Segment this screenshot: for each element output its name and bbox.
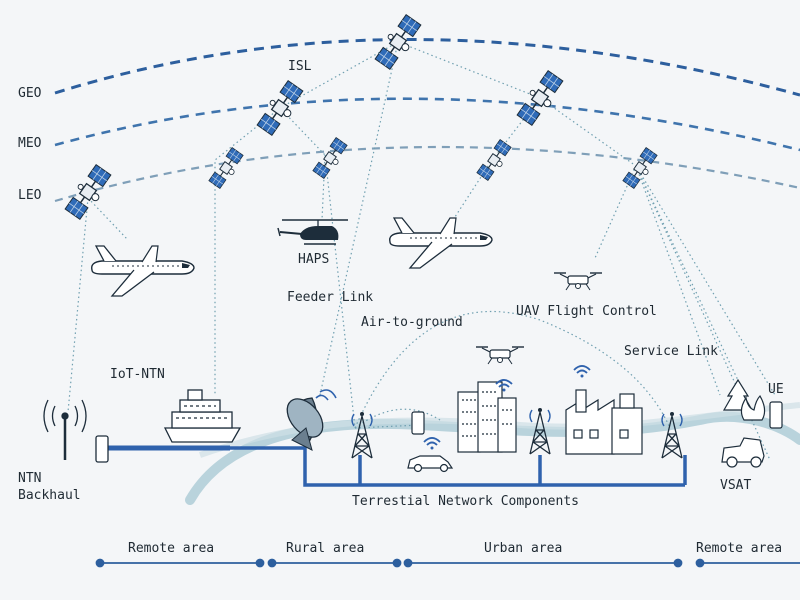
area-label-remote-left: Remote area	[128, 541, 215, 556]
feeder-link-label: Feeder Link	[287, 290, 374, 305]
isl-label: ISL	[288, 59, 312, 74]
uav-drone-city-icon	[475, 346, 525, 365]
orbit-label-meo: MEO	[18, 136, 42, 151]
haps-label: HAPS	[298, 252, 330, 267]
satellite-geo-icon	[373, 13, 424, 71]
orbit-geo	[54, 38, 800, 97]
car-wifi-icon	[423, 437, 441, 451]
ue-device-icon	[769, 401, 783, 429]
ship-icon	[163, 389, 242, 443]
smartphone-icon	[411, 411, 425, 435]
air-to-ground-label: Air-to-ground	[361, 315, 463, 330]
orbit-meo	[54, 97, 800, 152]
iot-ntn-label: IoT-NTN	[110, 367, 165, 382]
haps-helicopter-icon	[277, 219, 348, 245]
satellite-meo-right-icon	[515, 69, 566, 127]
city-buildings-icon	[457, 381, 517, 453]
area-label-urban: Urban area	[484, 541, 563, 556]
ue-label: UE	[768, 382, 784, 397]
backhaul-device-icon	[95, 435, 109, 463]
ntn-backhaul-label-line2: Backhaul	[18, 488, 81, 503]
ntn-backhaul-antenna-icon	[43, 399, 87, 460]
uav-drone-icon	[553, 272, 603, 291]
satellite-leo-3-icon	[313, 138, 349, 180]
fire-tree-icon	[722, 378, 766, 421]
uav-flight-control-label: UAV Flight Control	[516, 304, 657, 319]
satellite-leo-4-icon	[477, 140, 513, 182]
service-link-label: Service Link	[624, 344, 718, 359]
airplane-left-icon	[91, 245, 195, 297]
factory-icon	[565, 389, 643, 455]
terrestrial-network-label: Terrestial Network Components	[352, 494, 579, 509]
airplane-center-icon	[389, 217, 493, 269]
area-scale	[95, 558, 800, 568]
orbit-leo	[54, 145, 800, 203]
satellite-meo-left-icon	[255, 79, 306, 137]
ntn-backhaul-label-line1: NTN	[18, 471, 42, 486]
cell-tower-1-icon	[351, 411, 373, 459]
area-label-rural: Rural area	[286, 541, 365, 556]
orbit-label-geo: GEO	[18, 86, 42, 101]
vsat-label: VSAT	[720, 478, 752, 493]
ground-wave-back	[199, 402, 800, 458]
satellite-leo-1-icon	[63, 163, 114, 221]
area-label-remote-right: Remote area	[696, 541, 783, 556]
satellite-leo-5-icon	[623, 148, 659, 190]
vsat-jeep-icon	[721, 437, 765, 468]
car-icon	[407, 455, 454, 473]
orbit-label-leo: LEO	[18, 188, 42, 203]
links	[67, 41, 776, 461]
factory-wifi-icon	[573, 365, 591, 379]
satellite-leo-2-icon	[209, 148, 245, 190]
ground-station-dish-icon	[286, 389, 337, 451]
